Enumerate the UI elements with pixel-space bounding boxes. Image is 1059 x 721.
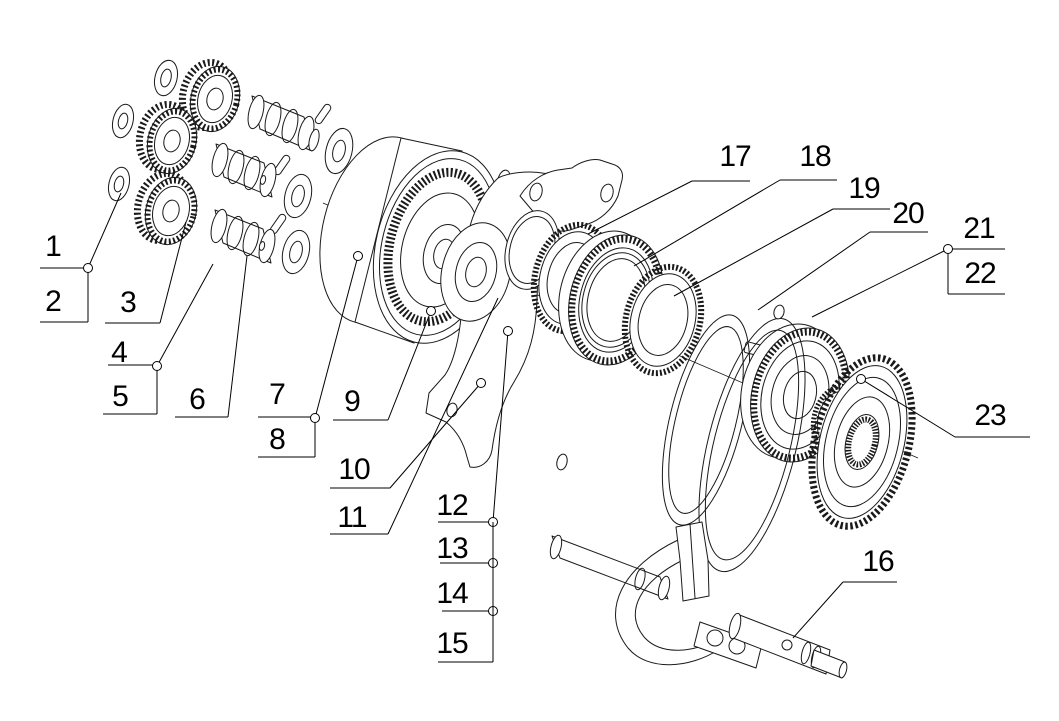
callout-9: 9: [333, 306, 436, 421]
callout-label: 16: [862, 545, 894, 578]
callout-label: 3: [120, 286, 136, 319]
callout-label: 1: [45, 230, 61, 263]
callout-leader-line: [811, 248, 949, 318]
callout-16: 16: [792, 545, 897, 639]
callout-junction-dot: [83, 263, 93, 273]
callout-label: 18: [799, 140, 831, 173]
callout-label: 7: [269, 378, 285, 411]
callout-label: 22: [964, 257, 996, 290]
callout-junction-dot: [943, 244, 953, 254]
callout-4: 4: [108, 336, 157, 369]
roller-bearing-1: [247, 94, 320, 152]
callout-label: 6: [189, 383, 205, 416]
callout-21: 21: [948, 212, 1005, 250]
callout-label: 4: [111, 336, 127, 369]
lock-pin-1: [314, 103, 332, 125]
callout-leader-line: [633, 179, 781, 267]
planet-gear-1: [178, 58, 241, 133]
callout-leader-line: [159, 221, 187, 324]
callout-label: 19: [848, 172, 880, 205]
callout-17: 17: [587, 140, 752, 235]
callout-20: 20: [757, 197, 928, 311]
callout-leader-line: [387, 297, 499, 535]
callout-end-dot: [503, 326, 513, 336]
callout-6: 6: [175, 255, 248, 418]
callout-end-dot: [353, 251, 363, 261]
planet-gear-3: [133, 169, 198, 246]
callout-end-dot: [856, 374, 866, 384]
large-ring-outer: [698, 304, 806, 573]
callout-leader-line: [314, 255, 359, 419]
callout-label: 17: [719, 140, 751, 173]
callout-label: 20: [892, 197, 924, 230]
callout-10: 10: [330, 378, 486, 489]
callout-leader-line: [587, 180, 693, 235]
callout-1: 1: [40, 230, 88, 269]
callout-15: 15: [436, 522, 494, 663]
large-ring-inner: [661, 314, 751, 526]
roller-bearing-3: [210, 208, 276, 264]
callout-label: 9: [344, 385, 360, 418]
output-gear: [808, 354, 916, 530]
callout-label: 21: [963, 212, 995, 245]
shift-fork: [615, 521, 763, 669]
callout-label: 2: [45, 285, 61, 318]
callout-label: 14: [436, 577, 468, 610]
callout-5: 5: [103, 263, 214, 415]
callout-leader-line: [156, 263, 214, 367]
lock-pins: [269, 103, 332, 235]
callout-13: 13: [436, 532, 498, 568]
callout-end-dot: [476, 378, 486, 388]
callout-leader-line: [757, 231, 871, 311]
callout-leader-line: [792, 581, 844, 639]
roller-bearing-2: [211, 142, 277, 198]
planet-washers-right: [281, 127, 354, 275]
callout-label: 12: [436, 489, 468, 522]
callout-18: 18: [633, 140, 837, 267]
callout-label: 11: [337, 501, 366, 534]
callout-3: 3: [105, 221, 187, 324]
callout-leader-line: [389, 382, 482, 489]
callout-19: 19: [673, 172, 890, 297]
callout-junction-dot: [152, 361, 162, 371]
callout-label: 5: [112, 380, 128, 413]
callout-label: 13: [436, 532, 468, 565]
callout-junction-dot: [310, 413, 320, 423]
callout-label: 23: [974, 399, 1006, 432]
shaft-detent-hole: [781, 639, 793, 651]
callout-leader-line: [673, 208, 834, 297]
callout-7: 7: [258, 378, 315, 418]
callout-22: 22: [811, 244, 1005, 318]
callout-2: 2: [40, 192, 122, 323]
callout-8: 8: [258, 251, 363, 458]
callout-label: 15: [436, 627, 468, 660]
detent-ball-1: [706, 629, 724, 647]
callout-end-dot: [426, 306, 436, 316]
callout-11: 11: [330, 297, 499, 535]
ring-face-hole: [773, 304, 785, 320]
callout-leader-line: [87, 192, 122, 269]
callout-23: 23: [856, 374, 1030, 438]
callout-label: 10: [338, 453, 370, 486]
callout-leader-line: [860, 378, 956, 438]
callout-leader-line: [492, 330, 509, 523]
callout-leader-line: [387, 310, 432, 421]
shift-shaft: [728, 612, 848, 679]
callout-label: 8: [269, 423, 285, 456]
planet-washers-left: [107, 59, 179, 202]
fork-rail: [549, 534, 671, 601]
callout-14: 14: [436, 577, 498, 616]
synchro-ring-right: [621, 263, 705, 377]
output-gear-spline-bore: [845, 416, 879, 468]
callout-leader-line: [227, 255, 248, 418]
